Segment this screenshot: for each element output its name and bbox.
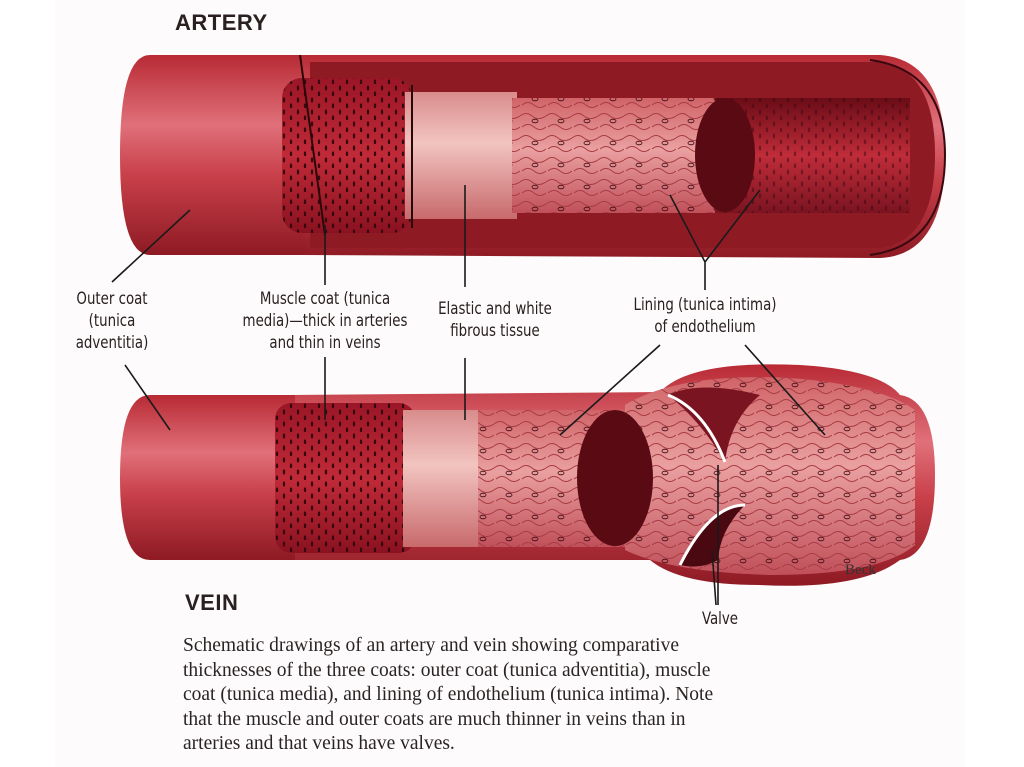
artist-signature: Beck — [845, 562, 876, 578]
label-elastic-tissue: Elastic and white fibrous tissue — [428, 298, 563, 342]
vein-drawing — [120, 364, 935, 586]
label-line: Lining (tunica intima) — [633, 295, 777, 314]
caption-line: Schematic drawings of an artery and vein… — [183, 635, 680, 656]
vein-elastic-tissue — [403, 410, 483, 547]
caption-line: arteries and that veins have valves. — [183, 733, 455, 754]
label-lining: Lining (tunica intima) of endothelium — [615, 294, 795, 338]
label-line: of endothelium — [654, 317, 756, 336]
label-outer-coat: Outer coat (tunica adventitia) — [58, 288, 166, 354]
valve-cusp-upper — [668, 387, 760, 462]
label-line: (tunica — [88, 311, 136, 330]
artery-outer-coat — [120, 55, 305, 255]
vein-outer-coat — [120, 395, 295, 560]
label-line: fibrous tissue — [450, 321, 540, 340]
vein-title: VEIN — [185, 590, 239, 615]
caption-line: thicknesses of the three coats: outer co… — [183, 659, 711, 681]
artery-title: ARTERY — [175, 10, 268, 35]
label-valve: Valve — [701, 609, 738, 628]
leader-lines — [111, 185, 826, 606]
figure-caption: Schematic drawings of an artery and vein… — [183, 634, 863, 757]
vein-opening — [577, 410, 653, 546]
label-line: media)—thick in arteries — [242, 311, 408, 330]
artery-drawing — [120, 54, 947, 258]
artery-elastic-tissue — [405, 92, 517, 219]
label-line: adventitia) — [75, 333, 149, 352]
caption-line: that the muscle and outer coats are much… — [183, 708, 686, 730]
valve-cusp-lower — [680, 505, 745, 567]
caption-line: coat (tunica media), and lining of endot… — [183, 684, 714, 705]
label-muscle-coat: Muscle coat (tunica media)—thick in arte… — [222, 288, 429, 354]
label-line: Muscle coat (tunica — [259, 289, 391, 308]
label-line: Outer coat — [76, 289, 148, 308]
artery-opening — [695, 98, 755, 212]
label-line: Elastic and white — [438, 299, 552, 318]
label-line: and thin in veins — [269, 333, 381, 352]
